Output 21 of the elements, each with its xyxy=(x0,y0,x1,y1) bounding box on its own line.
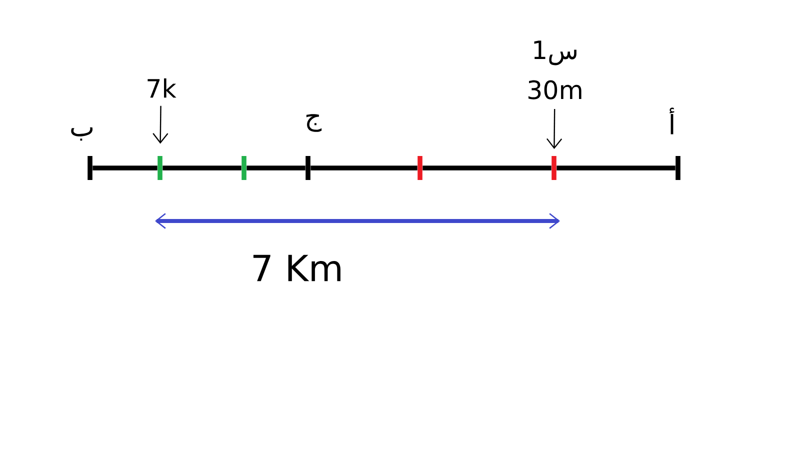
time-label: 7k xyxy=(148,78,176,98)
line-segment xyxy=(246,166,306,170)
line-segment xyxy=(162,166,242,170)
line-segment xyxy=(422,166,552,170)
tick-mark xyxy=(676,156,680,180)
tick-mark xyxy=(306,156,310,180)
leader-arrow xyxy=(546,109,562,150)
tick-mark xyxy=(552,156,556,180)
time-label: 1س 30m xyxy=(528,40,582,100)
tick-mark xyxy=(88,156,92,180)
leader-arrow xyxy=(152,106,168,144)
point-label: ج xyxy=(306,114,322,132)
tick-mark xyxy=(418,156,422,180)
tick-mark xyxy=(158,156,162,180)
line-segment xyxy=(92,166,158,170)
distance-label: 7 Km xyxy=(253,254,340,282)
line-segment xyxy=(556,166,676,170)
line-segment xyxy=(310,166,418,170)
point-label: أ xyxy=(670,108,674,134)
point-label: ب xyxy=(71,127,93,141)
tick-mark xyxy=(242,156,246,180)
